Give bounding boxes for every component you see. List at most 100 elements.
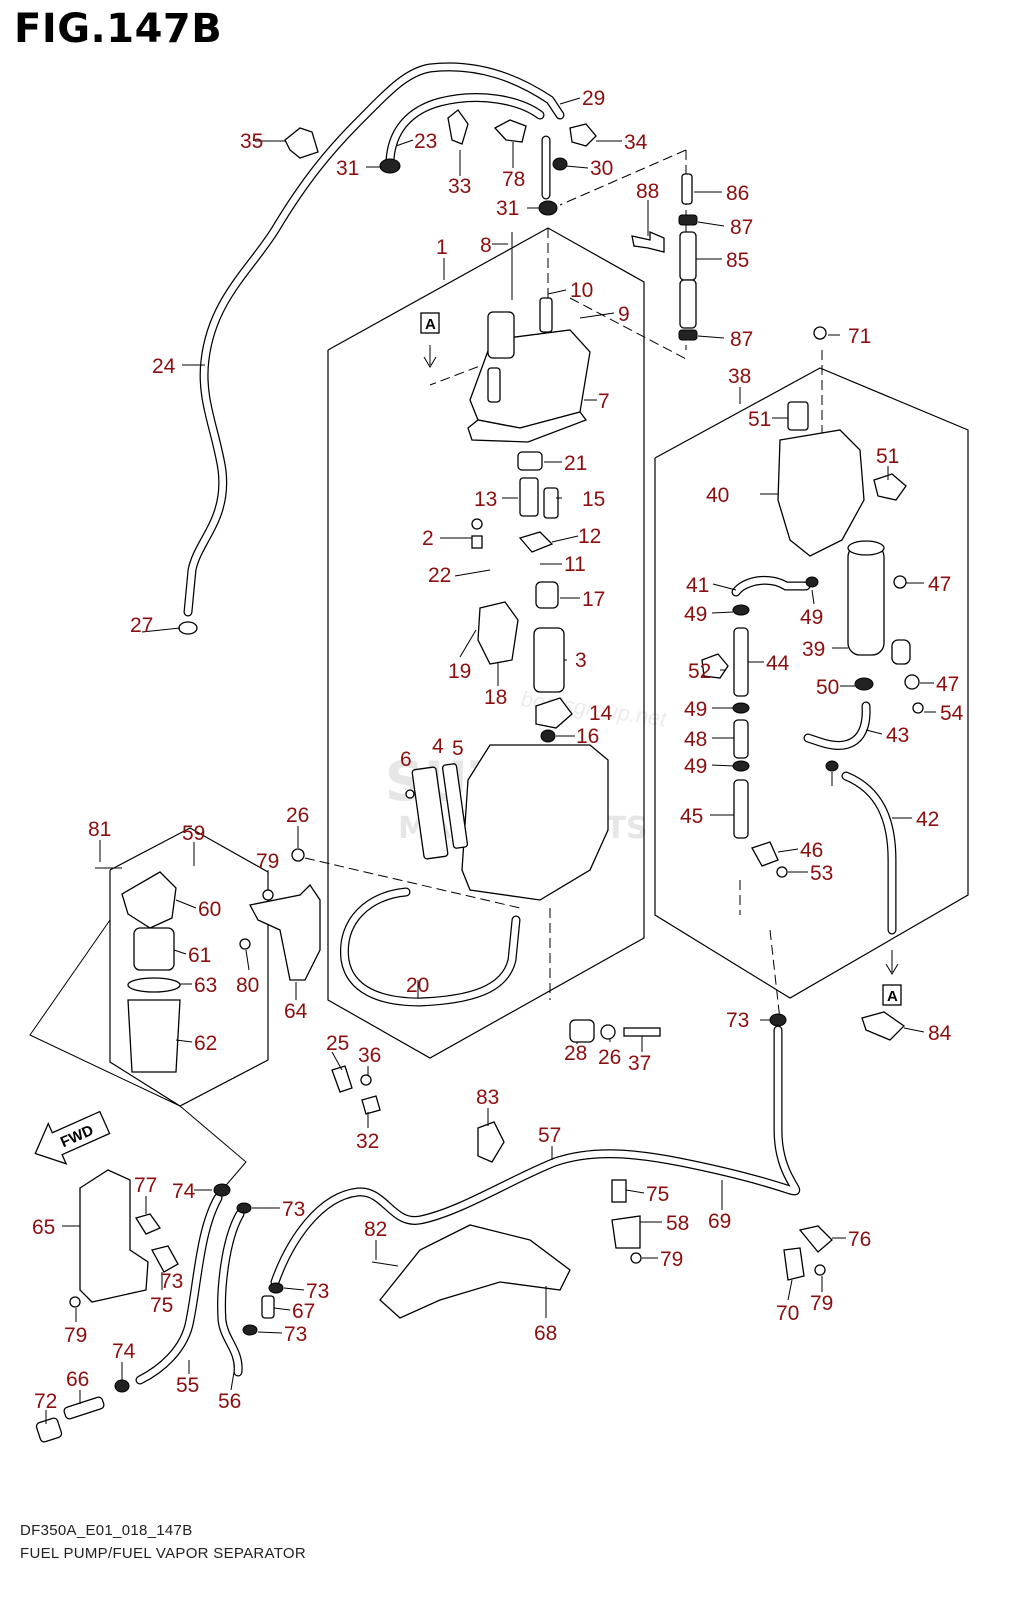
clip-73-b [268,1282,284,1294]
bolt-79-right [814,1264,826,1276]
clip-30 [552,157,568,171]
callout-55: 55 [176,1374,199,1397]
vapor-separator-39 [847,544,885,656]
clip-49-d [805,576,819,588]
screw-6 [405,789,415,799]
clip-34 [569,123,597,147]
fitting-86 [681,173,693,205]
callout-48: 48 [684,728,707,751]
clip-12 [518,531,554,553]
callout-68: 68 [534,1322,557,1345]
callout-80: 80 [236,974,259,997]
bracket-40 [777,429,865,557]
hose-48 [733,719,749,759]
hose-85-b [679,279,697,329]
holder-18 [477,601,519,665]
callout-61: 61 [188,944,211,967]
callout-26-bottom: 26 [598,1046,621,1069]
callout-30: 30 [590,157,613,180]
clip-75-left [151,1245,179,1273]
callout-41: 41 [686,574,709,597]
clip-31-bottom [538,200,558,216]
bolt-37 [623,1027,661,1037]
callouts: 1 2 3 4 5 6 7 8 9 10 11 12 13 14 15 16 1… [32,87,964,1413]
bolt-80 [239,938,251,950]
callout-79-mid: 79 [660,1248,683,1271]
callout-51-a: 51 [748,408,771,431]
o-ring-2 [471,518,483,530]
filter-group-outline [109,827,269,1107]
clamp-88 [631,231,665,253]
callout-52: 52 [688,660,711,683]
callout-6: 6 [400,748,412,771]
callout-72: 72 [34,1390,57,1413]
vapor-tank [461,744,609,901]
footer-caption: FUEL PUMP/FUEL VAPOR SEPARATOR [20,1545,307,1562]
screw-53 [776,866,788,878]
callout-37: 37 [628,1052,651,1075]
bolt-79-bracket [262,889,274,901]
bracket-58 [611,1215,641,1249]
callout-62: 62 [194,1032,217,1055]
cushion-17 [535,581,559,609]
callout-87-bottom: 87 [730,328,753,351]
bolt-79-mid [630,1252,642,1264]
clamp-83 [477,1121,505,1163]
bracket-68 [379,1224,571,1319]
callout-36: 36 [358,1044,381,1067]
callout-73-top: 73 [726,1009,749,1032]
callout-31-bottom: 31 [496,197,519,220]
callout-33: 33 [448,175,471,198]
callout-70: 70 [776,1302,799,1325]
callout-57: 57 [538,1124,561,1147]
clip-73-top [769,1013,787,1027]
bolt-79-cover [69,1296,81,1308]
filter-head-60 [121,871,177,929]
clip-51-a [787,401,809,431]
bolt-36 [360,1074,372,1086]
footer-code: DF350A_E01_018_147B [20,1522,193,1539]
callout-54: 54 [940,702,964,725]
callout-25: 25 [326,1032,349,1055]
grommet-26-top [291,848,305,862]
callout-56: 56 [218,1390,241,1413]
callout-35: 35 [240,130,263,153]
filter-element-61 [133,927,175,971]
ref-a-top: A [425,316,436,333]
callout-7: 7 [598,390,610,413]
callout-58: 58 [666,1212,689,1235]
damper-16 [540,729,556,743]
callout-79-cover: 79 [64,1324,87,1347]
clip-73-a [236,1202,252,1214]
callout-49-b: 49 [800,606,823,629]
ref-a-box-bottom [882,984,902,1006]
callout-40: 40 [706,484,729,507]
callout-16: 16 [576,725,599,748]
clip-87-top [678,214,698,226]
callout-73-a: 73 [282,1198,305,1221]
callout-43: 43 [886,724,909,747]
joint-67 [261,1295,275,1319]
callout-10: 10 [570,279,593,302]
clip-50 [854,677,874,691]
grommet-28 [569,1019,595,1043]
clip-73-c [242,1324,258,1336]
callout-82: 82 [364,1218,387,1241]
callout-75-left: 75 [150,1294,173,1317]
joint-45 [733,779,749,839]
callout-77: 77 [134,1174,157,1197]
clip-78 [493,119,527,143]
bolt-54 [912,702,924,714]
grommet-27 [178,621,198,635]
filter-leader-2 [179,1105,247,1191]
separator-cap [847,540,885,556]
callout-14: 14 [589,702,613,725]
callout-29: 29 [582,87,605,110]
bolt-82 [371,1261,399,1267]
clip-49-b [732,702,750,714]
pump-cover-port [487,311,515,359]
separator-group-outline [654,367,969,999]
callout-19: 19 [448,660,471,683]
callout-83: 83 [476,1086,499,1109]
